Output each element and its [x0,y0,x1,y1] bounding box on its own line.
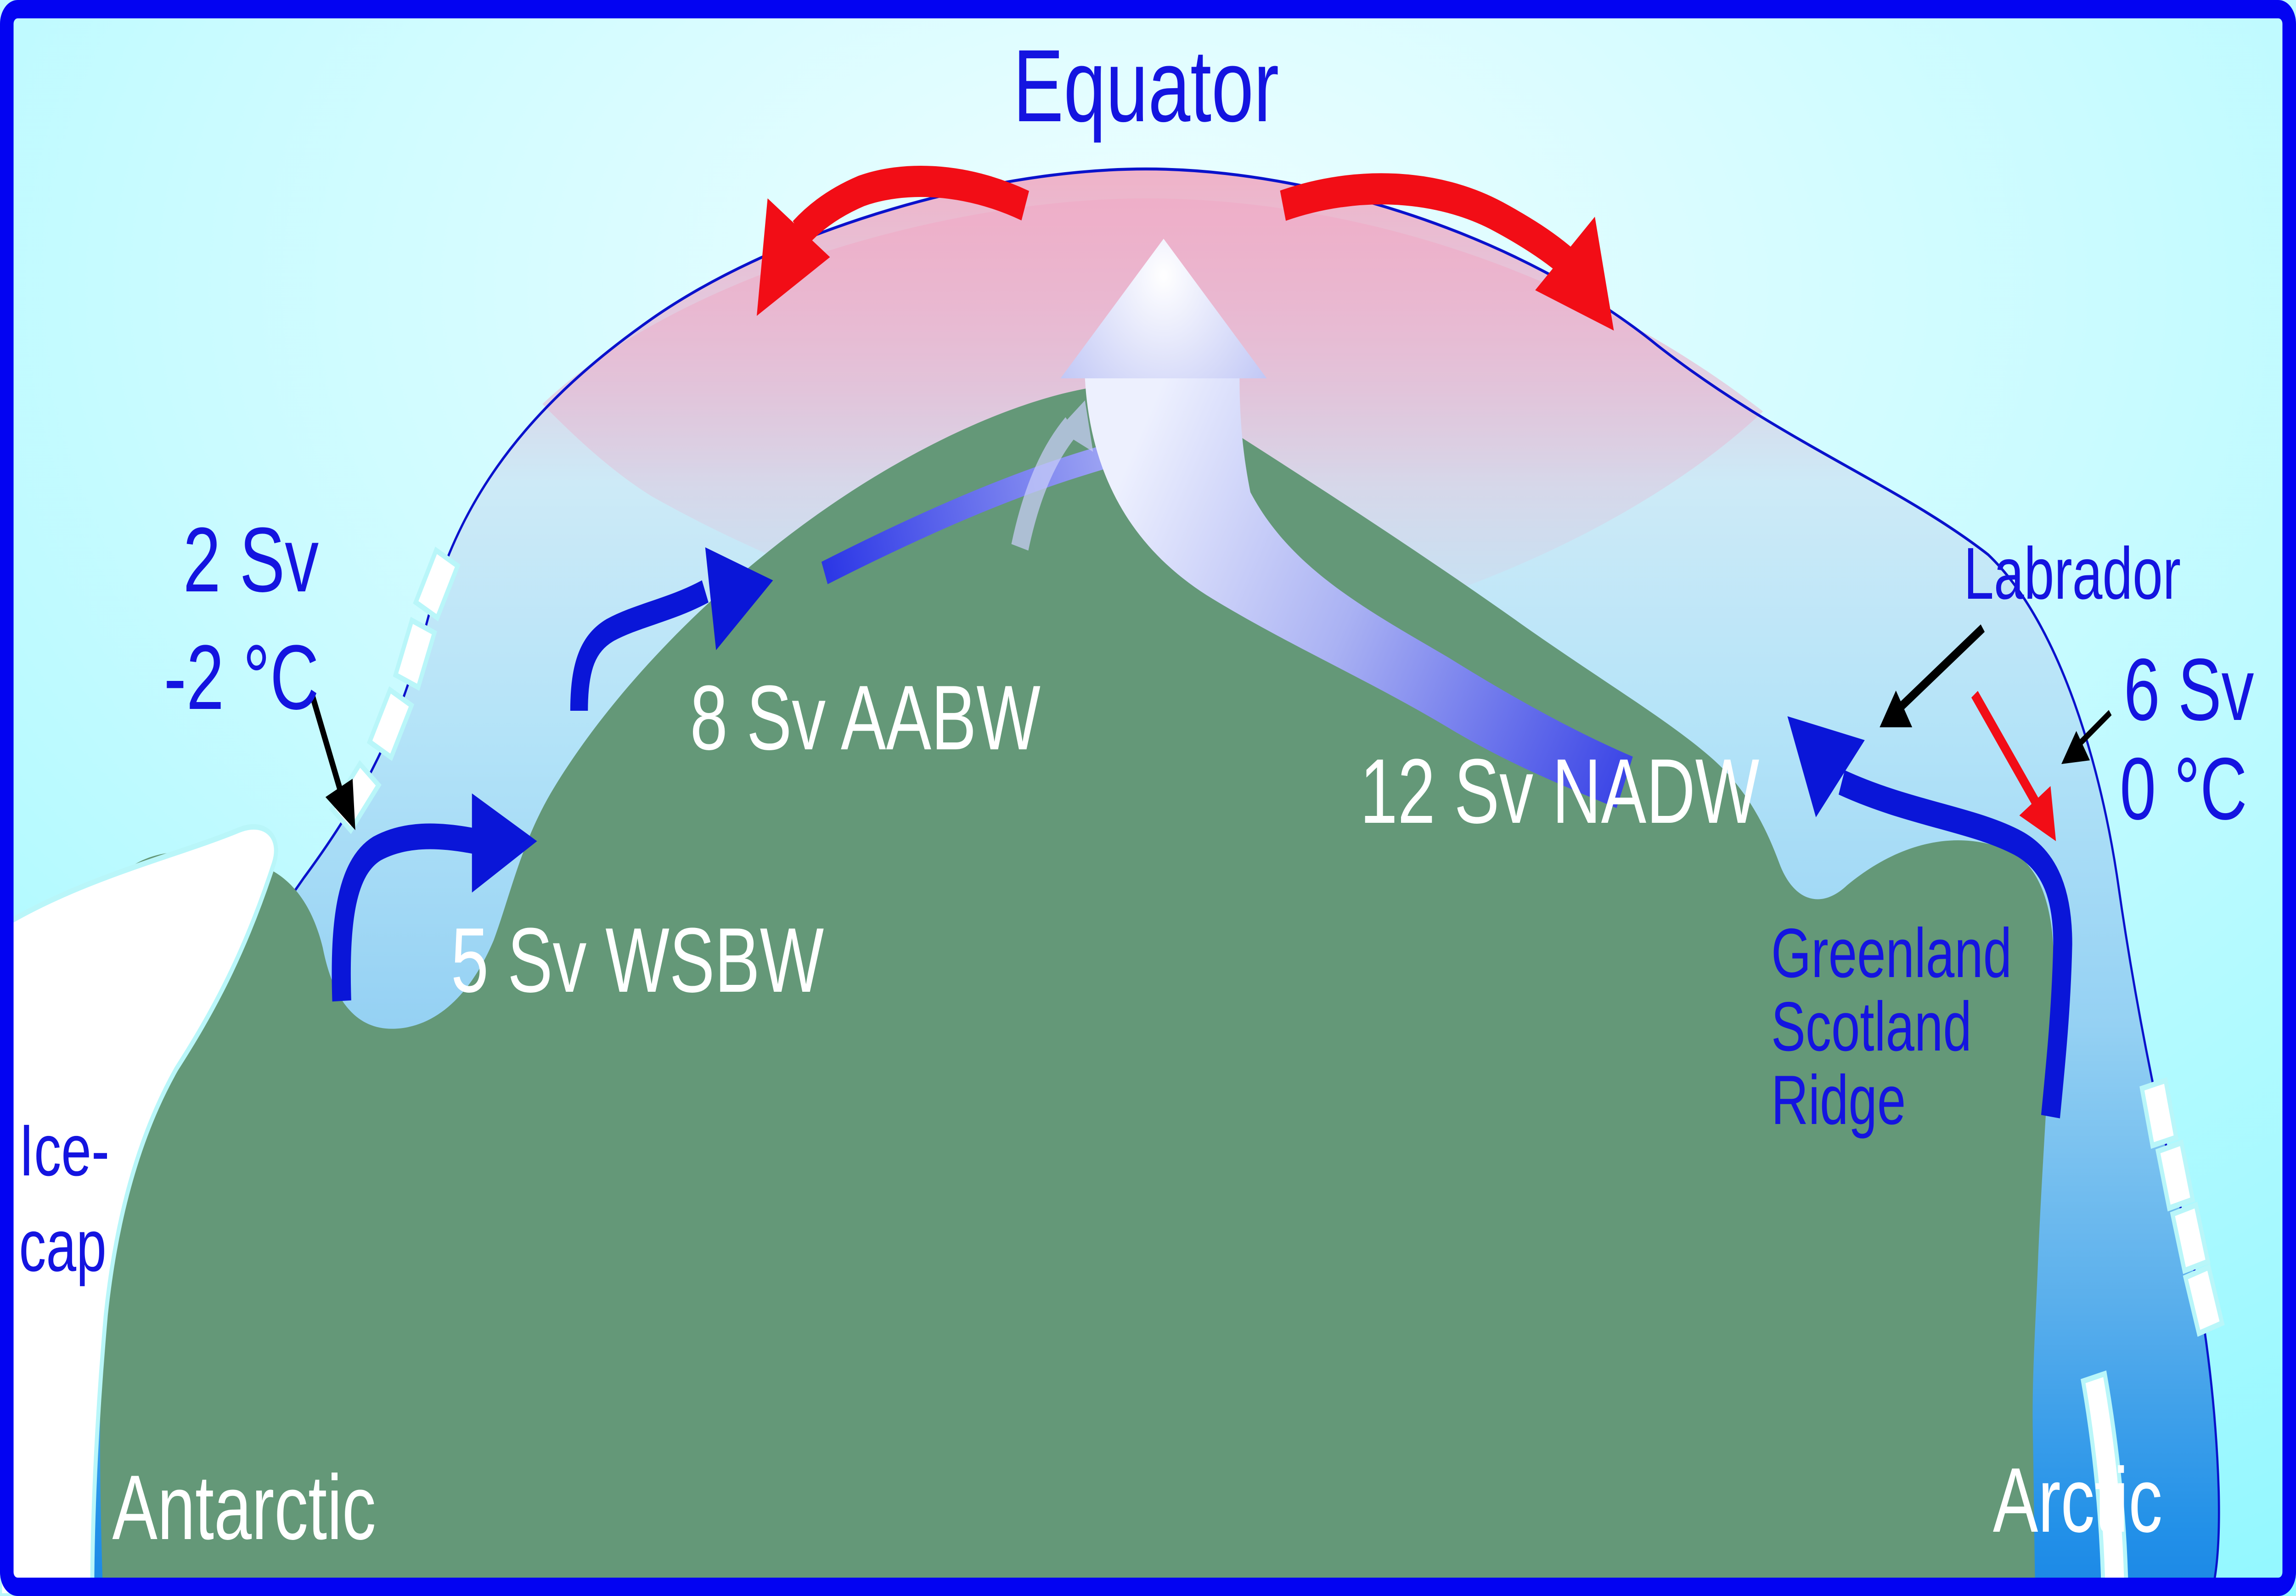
sea-ice-dash [2139,1077,2179,1149]
aabw-current-arrow [570,547,773,711]
nadw-current-arrow [1787,716,2072,1118]
antarctic-label: Antarctic [112,1456,376,1559]
warm-surface-current-toward-arctic [1280,173,1614,331]
wsbw-label: 5 Sv WSBW [451,909,824,1012]
antarctic-inflow-pointer [309,693,355,830]
continent-landmass [96,369,2054,1596]
sea-ice-dash [2170,1202,2211,1274]
sea-ice-dash [393,617,437,691]
sea-ice-dash [413,546,461,622]
arctic-label: Arctic [1993,1449,2162,1551]
ice-cap-label-line1: Ice- [19,1109,109,1191]
arctic-inflow-rate-label: 6 Sv [2124,640,2254,739]
aabw-label: 8 Sv AABW [690,667,1041,769]
arctic-ice-strip [2081,1370,2129,1596]
secondary-upwelling-arrow [1011,400,1093,551]
equator-label: Equator [1013,28,1279,143]
nadw-label: 12 Sv NADW [1360,740,1759,843]
sea-ice-dashes-right [2139,1077,2225,1337]
labrador-label: Labrador [1964,533,2181,615]
ice-cap-label-line2: cap [19,1205,106,1287]
warm-surface-current-toward-antarctic [756,166,1029,316]
ridge-label-line1: Greenland [1771,914,2012,992]
sea-ice-dash [2155,1139,2195,1212]
antarctic-inflow-rate-label: 2 Sv [183,509,319,611]
labrador-pointer [1880,624,1985,727]
ridge-label-line2: Scotland [1771,988,1972,1066]
arctic-inflow-pointer [2061,710,2112,764]
arctic-sinking-red-arrow [1971,691,2056,841]
sea-ice-dashes-left [329,546,461,834]
upwelling-arrow-head [1060,239,1267,378]
sea-ice-dash [2183,1264,2225,1337]
arctic-inflow-temp-label: 0 °C [2120,739,2247,838]
antarctic-inflow-temp-label: -2 °C [164,626,319,729]
antarctic-ice-cap [0,824,278,1596]
ridge-label-line3: Ridge [1771,1061,1906,1139]
wsbw-current-arrow [332,793,537,1002]
sea-ice-dash [366,686,415,761]
upwelling-arrow-body [1085,378,1633,808]
